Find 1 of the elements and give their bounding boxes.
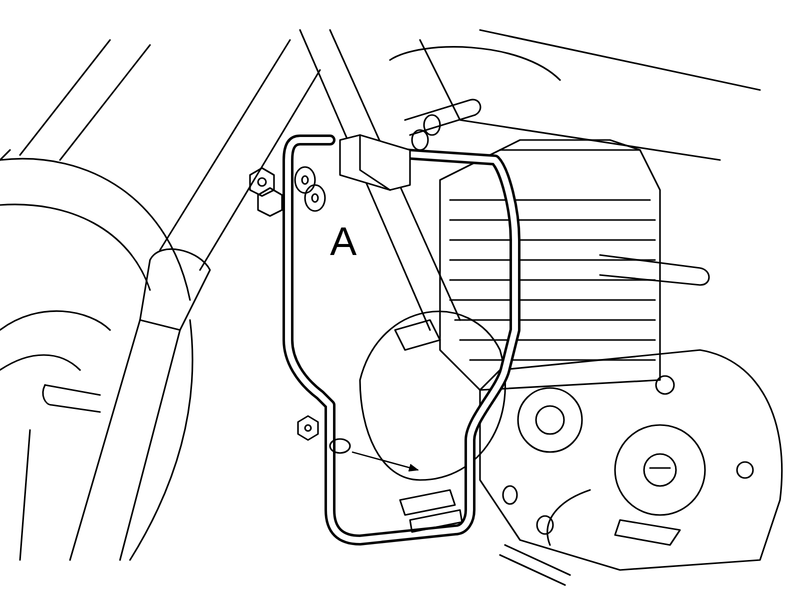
part-label: A: [330, 222, 357, 262]
